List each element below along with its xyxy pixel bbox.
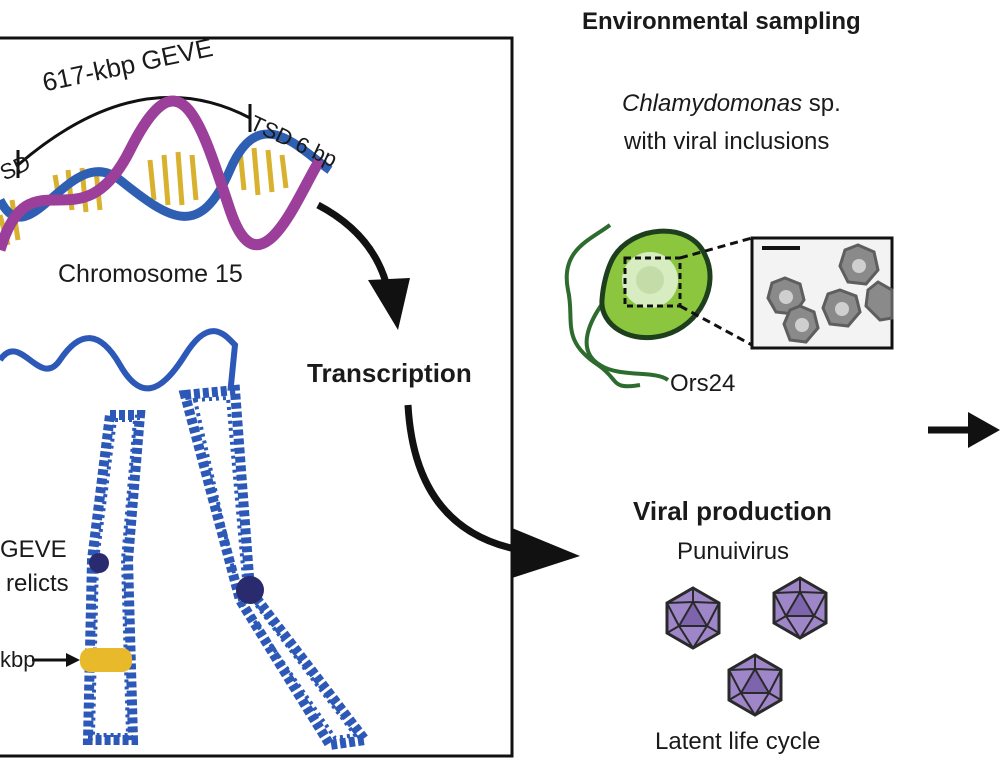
curved-arrow-right [404,404,580,578]
strain-label: Ors24 [670,370,736,397]
genome-panel-frame [0,36,514,758]
inclusion-zoom-box [623,256,682,308]
insert-size-label: kbp [0,647,36,672]
icosahedral-virion-icon [665,586,721,650]
geve-relicts-label-2: relicts [6,570,69,597]
chromosome-right [178,384,375,751]
uncoiled-dna-strand [0,328,239,396]
algae-cell [564,223,753,389]
sampling-title: Environmental sampling [582,8,861,35]
arrow-right-edge [928,412,1000,448]
virus-name: Punuivirus [677,538,790,565]
production-title: Viral production [633,496,832,526]
geve-relicts-label-1: GEVE [0,536,67,563]
chromosome-left [80,410,146,745]
chromosome-label: Chromosome 15 [58,260,243,288]
dna-helix [0,95,333,252]
transcription-label: Transcription [307,358,472,388]
icosahedral-virion-icon [727,653,783,717]
geve-bracket [16,95,252,178]
curved-arrow-down [316,201,410,330]
micrograph-inset [750,236,894,350]
species-line-1: Chlamydomonas sp. [622,92,841,116]
centromere-left [89,553,109,573]
life-cycle-label: Latent life cycle [655,728,821,755]
centromere-right [236,576,264,604]
species-suffix: sp. [802,90,841,117]
species-line-2: with viral inclusions [624,128,830,155]
species-genus: Chlamydomonas [622,90,803,117]
geve-insert-highlight [80,648,132,672]
icosahedral-virion-icon [772,576,828,640]
insert-pointer-arrow [32,653,80,667]
